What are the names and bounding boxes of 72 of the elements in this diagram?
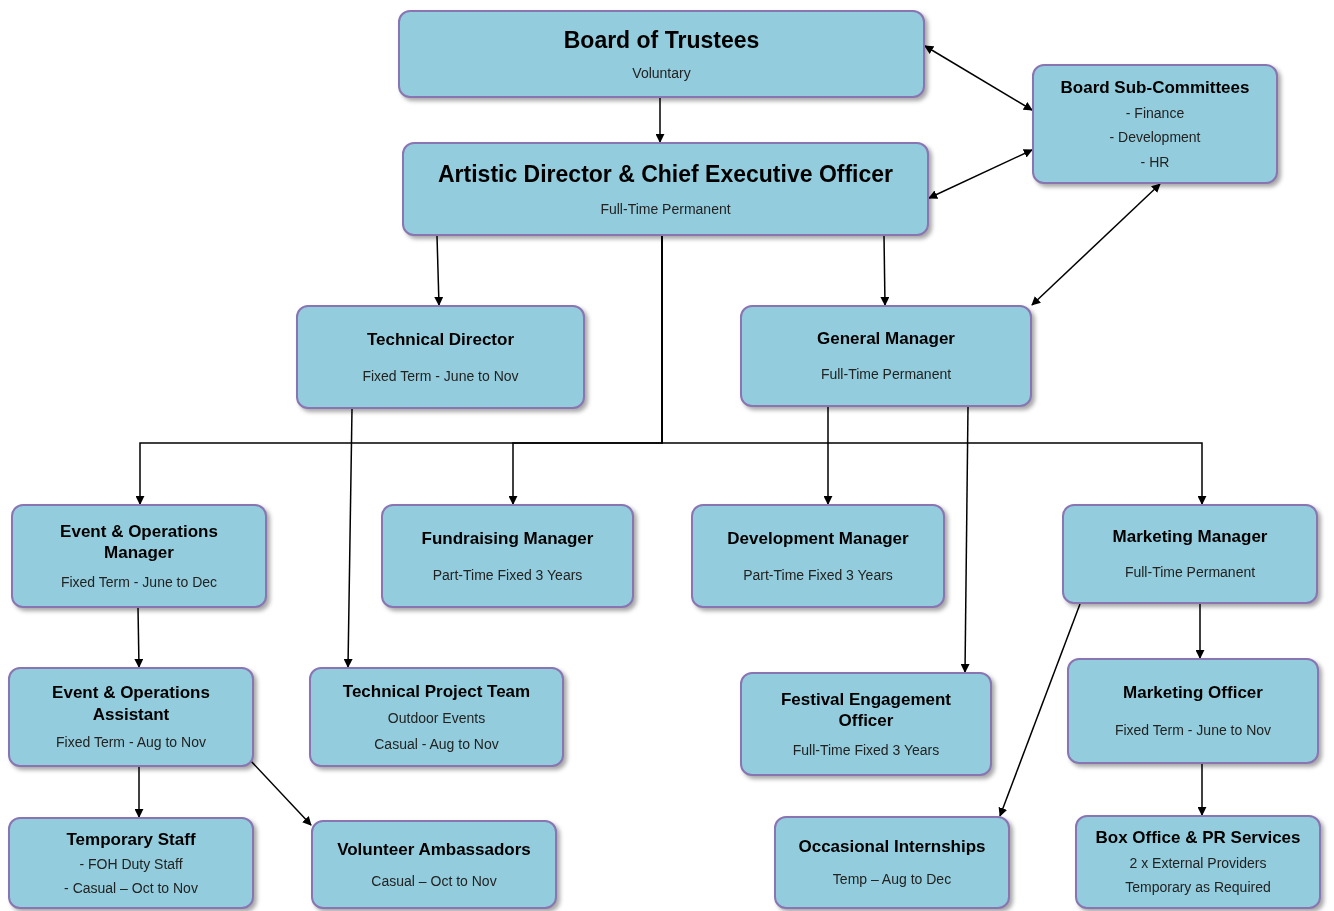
arrow xyxy=(960,406,970,673)
role-title: Development Manager xyxy=(727,527,909,549)
role-detail: Fixed Term - Aug to Nov xyxy=(56,734,206,752)
role-detail: Full-Time Permanent xyxy=(1124,564,1256,582)
role-title: Marketing Manager xyxy=(1112,526,1268,548)
role-title: Temporary Staff xyxy=(66,828,196,851)
role-box xyxy=(309,667,564,767)
role-detail: - Casual – Oct to Nov xyxy=(64,879,198,898)
arrow xyxy=(134,607,144,668)
arrow xyxy=(1195,603,1205,659)
role-detail: Fixed Term - June to Nov xyxy=(362,367,519,386)
role-detail: Temporary as Required xyxy=(1125,879,1271,897)
role-box xyxy=(296,305,585,409)
role-box xyxy=(740,305,1032,407)
role-detail: Part-Time Fixed 3 Years xyxy=(743,566,893,585)
arrow xyxy=(134,766,144,818)
role-detail: Casual - Aug to Nov xyxy=(374,735,499,754)
arrow xyxy=(924,45,1033,111)
arrow xyxy=(655,97,665,143)
role-detail: Full-Time Permanent xyxy=(820,366,952,384)
role-title: General Manager xyxy=(817,328,955,350)
role-title: Fundraising Manager xyxy=(421,527,594,549)
role-title: Board Sub-Committees xyxy=(1060,76,1250,99)
role-title: Event & Operations Assistant xyxy=(51,682,211,725)
role-title: Board of Trustees xyxy=(563,25,760,55)
role-box xyxy=(1075,815,1321,909)
role-box xyxy=(11,504,267,608)
arrow xyxy=(249,759,312,826)
arrow xyxy=(1197,763,1207,816)
arrow xyxy=(928,149,1033,199)
role-detail: Fixed Term - June to Dec xyxy=(60,573,218,592)
role-box xyxy=(8,817,254,909)
role-box xyxy=(398,10,925,98)
role-detail: Full-Time Fixed 3 Years xyxy=(792,741,940,760)
role-title: Technical Director xyxy=(366,328,515,350)
role-title: Festival Engagement Officer xyxy=(779,688,953,732)
role-detail: Casual – Oct to Nov xyxy=(371,872,497,891)
role-detail: Temp – Aug to Dec xyxy=(832,871,952,889)
role-detail: - Finance xyxy=(1125,104,1185,123)
arrow xyxy=(880,235,890,306)
role-box xyxy=(774,816,1010,909)
role-detail: Full-Time Permanent xyxy=(600,200,731,219)
role-box xyxy=(402,142,929,236)
arrow xyxy=(1031,183,1161,306)
role-box xyxy=(1067,658,1319,764)
role-title: Volunteer Ambassadors xyxy=(337,838,531,860)
role-box xyxy=(691,504,945,608)
arrow xyxy=(998,603,1081,817)
role-title: Box Office & PR Services xyxy=(1095,827,1301,849)
role-detail: - HR xyxy=(1140,153,1170,172)
role-detail: Fixed Term - June to Nov xyxy=(1114,722,1272,740)
role-title: Marketing Officer xyxy=(1123,682,1263,704)
role-detail: - FOH Duty Staff xyxy=(79,856,183,874)
role-title: Artistic Director & Chief Executive Officer xyxy=(438,159,893,189)
arrow xyxy=(661,235,1207,505)
arrow xyxy=(343,408,353,668)
role-box xyxy=(740,672,992,776)
role-title: Occasional Internships xyxy=(798,836,986,858)
arrow xyxy=(434,235,444,306)
role-detail: Outdoor Events xyxy=(387,710,486,728)
role-box xyxy=(1032,64,1278,184)
role-detail: Part-Time Fixed 3 Years xyxy=(432,566,583,585)
role-box xyxy=(8,667,254,767)
role-detail: 2 x External Providers xyxy=(1129,855,1267,873)
role-title: Technical Project Team xyxy=(342,680,531,703)
role-box xyxy=(311,820,557,909)
role-box xyxy=(381,504,634,608)
role-title: Event & Operations Manager xyxy=(59,520,219,564)
role-box xyxy=(1062,504,1318,604)
arrow xyxy=(823,406,833,505)
role-detail: Voluntary xyxy=(632,64,691,83)
role-detail: - Development xyxy=(1109,129,1201,147)
